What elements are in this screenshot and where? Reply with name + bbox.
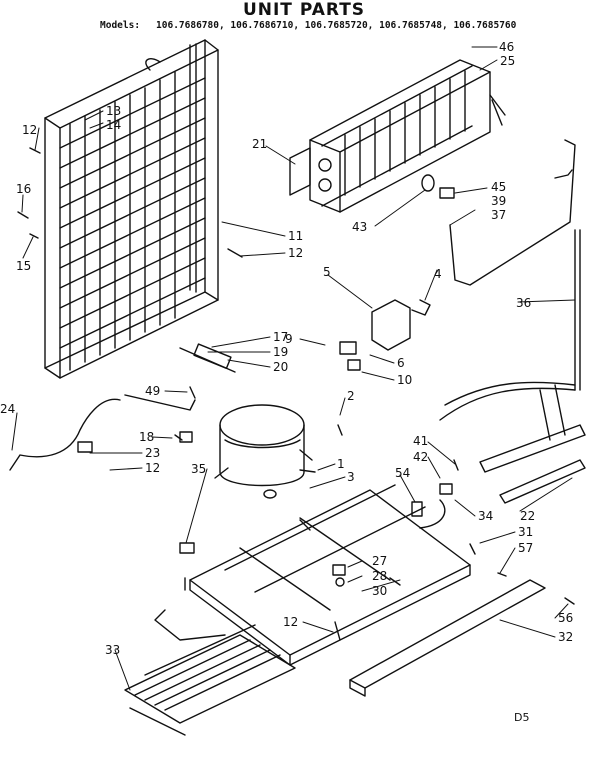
callout-41: 41 [413, 434, 428, 448]
callout-2: 2 [347, 389, 355, 403]
callout-13: 13 [106, 104, 121, 118]
callout-14: 14 [106, 118, 121, 132]
callout-9: 9 [285, 332, 293, 346]
callout-24: 24 [0, 402, 15, 416]
callout-37: 37 [491, 208, 506, 222]
callout-33: 33 [105, 643, 120, 657]
callout-3: 3 [347, 470, 355, 484]
callout-35: 35 [191, 462, 206, 476]
callout-25: 25 [500, 54, 515, 68]
callout-39: 39 [491, 194, 506, 208]
callout-4: 4 [434, 267, 442, 281]
callout-45: 45 [491, 180, 506, 194]
callout-23: 23 [145, 446, 160, 460]
rail-drawing [349, 384, 586, 697]
tubing-drawing [9, 139, 581, 471]
compressor-drawing [214, 404, 316, 499]
callout-30: 30 [372, 584, 387, 598]
page-title: UNIT PARTS [242, 0, 366, 20]
condenser-drawing [44, 39, 219, 379]
callout-28: 28 [372, 569, 387, 583]
callout-5: 5 [323, 265, 331, 279]
callout-12-bottom: 12 [283, 615, 298, 629]
callout-31: 31 [518, 525, 533, 539]
callout-15: 15 [16, 259, 31, 273]
callout-12-top: 12 [22, 123, 37, 137]
callout-57: 57 [518, 541, 533, 555]
callout-12-mid: 12 [288, 246, 303, 260]
models-label: Models: [100, 20, 141, 31]
callout-21: 21 [252, 137, 267, 151]
callout-36: 36 [516, 296, 531, 310]
callout-54: 54 [395, 466, 410, 480]
callout-46: 46 [499, 40, 514, 54]
callout-labels: 46 25 13 14 12 21 16 15 11 12 45 39 37 4… [0, 40, 573, 657]
callout-22: 22 [520, 509, 535, 523]
small-hardware-drawing [17, 147, 575, 641]
callout-56: 56 [558, 611, 573, 625]
callout-6: 6 [397, 356, 405, 370]
base-frame-drawing [184, 484, 471, 666]
diagram-code: D5 [514, 711, 530, 724]
callout-18: 18 [139, 430, 154, 444]
callout-34: 34 [478, 509, 493, 523]
callout-43: 43 [352, 220, 367, 234]
relay-drawing [339, 299, 431, 371]
callout-11: 11 [288, 229, 303, 243]
callout-19: 19 [273, 345, 288, 359]
lower-coil-drawing [124, 609, 296, 736]
callout-10: 10 [397, 373, 412, 387]
filter-drier-drawing [179, 343, 236, 373]
callout-17: 17 [273, 330, 288, 344]
callout-42: 42 [413, 450, 428, 464]
callout-1: 1 [337, 457, 345, 471]
evaporator-drawing [289, 59, 506, 213]
callout-49: 49 [145, 384, 160, 398]
callout-16: 16 [16, 182, 31, 196]
callout-32: 32 [558, 630, 573, 644]
models-line: Models: 106.7686780, 106.7686710, 106.768… [100, 20, 516, 31]
callout-12-left: 12 [145, 461, 160, 475]
leader-lines [11, 46, 576, 691]
callout-27: 27 [372, 554, 387, 568]
callout-20: 20 [273, 360, 288, 374]
models-list: 106.7686780, 106.7686710, 106.7685720, 1… [156, 20, 517, 31]
